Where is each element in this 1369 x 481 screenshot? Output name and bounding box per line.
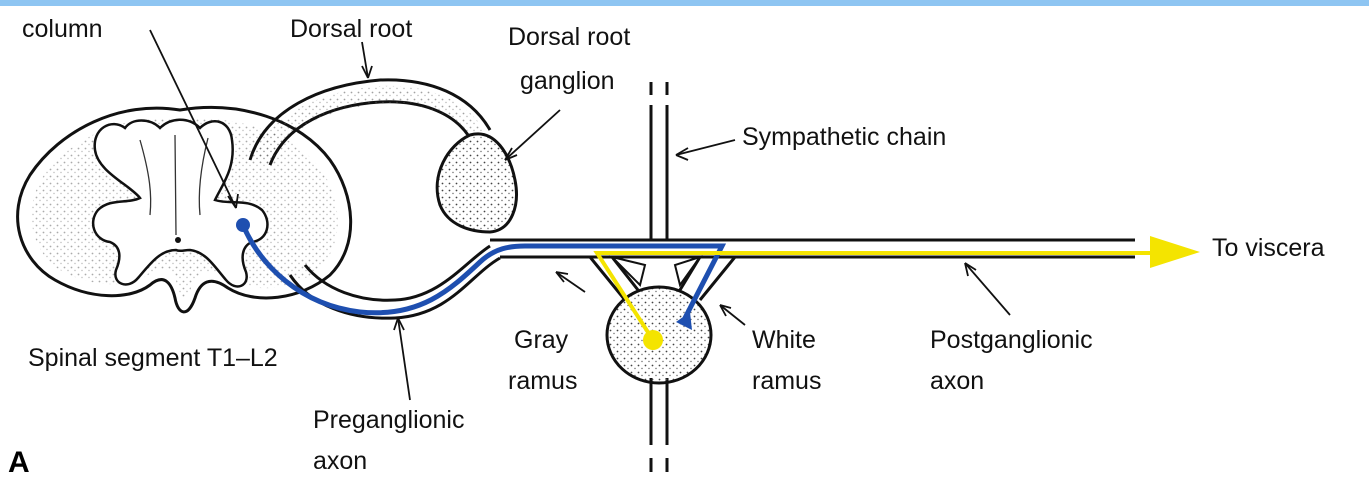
dorsal-root-ganglion-label-line2: ganglion <box>520 66 615 96</box>
to-viscera-arrowhead <box>1150 236 1200 268</box>
spinal-cord-section <box>18 107 351 311</box>
sympathetic-chain <box>651 82 667 472</box>
to-viscera-label: To viscera <box>1212 233 1325 263</box>
column-label: column <box>22 14 103 44</box>
dorsal-root-ganglion-label-line1: Dorsal root <box>508 22 630 52</box>
white-ramus-label-line1: White <box>752 325 816 355</box>
gray-ramus-label-line2: ramus <box>508 366 577 396</box>
panel-letter: A <box>8 446 30 480</box>
dorsal-root-label: Dorsal root <box>290 14 412 44</box>
spinal-segment-label: Spinal segment T1–L2 <box>28 343 278 373</box>
postganglionic-axon-label-line2: axon <box>930 366 984 396</box>
white-ramus-label-line2: ramus <box>752 366 821 396</box>
postganglionic-axon-label-line1: Postganglionic <box>930 325 1093 355</box>
sympathetic-chain-label: Sympathetic chain <box>742 122 946 152</box>
dorsal-root-ganglion <box>437 134 516 232</box>
preganglionic-axon-label-line2: axon <box>313 446 367 476</box>
preganglionic-axon-label-line1: Preganglionic <box>313 405 465 435</box>
gray-ramus-label-line1: Gray <box>514 325 568 355</box>
